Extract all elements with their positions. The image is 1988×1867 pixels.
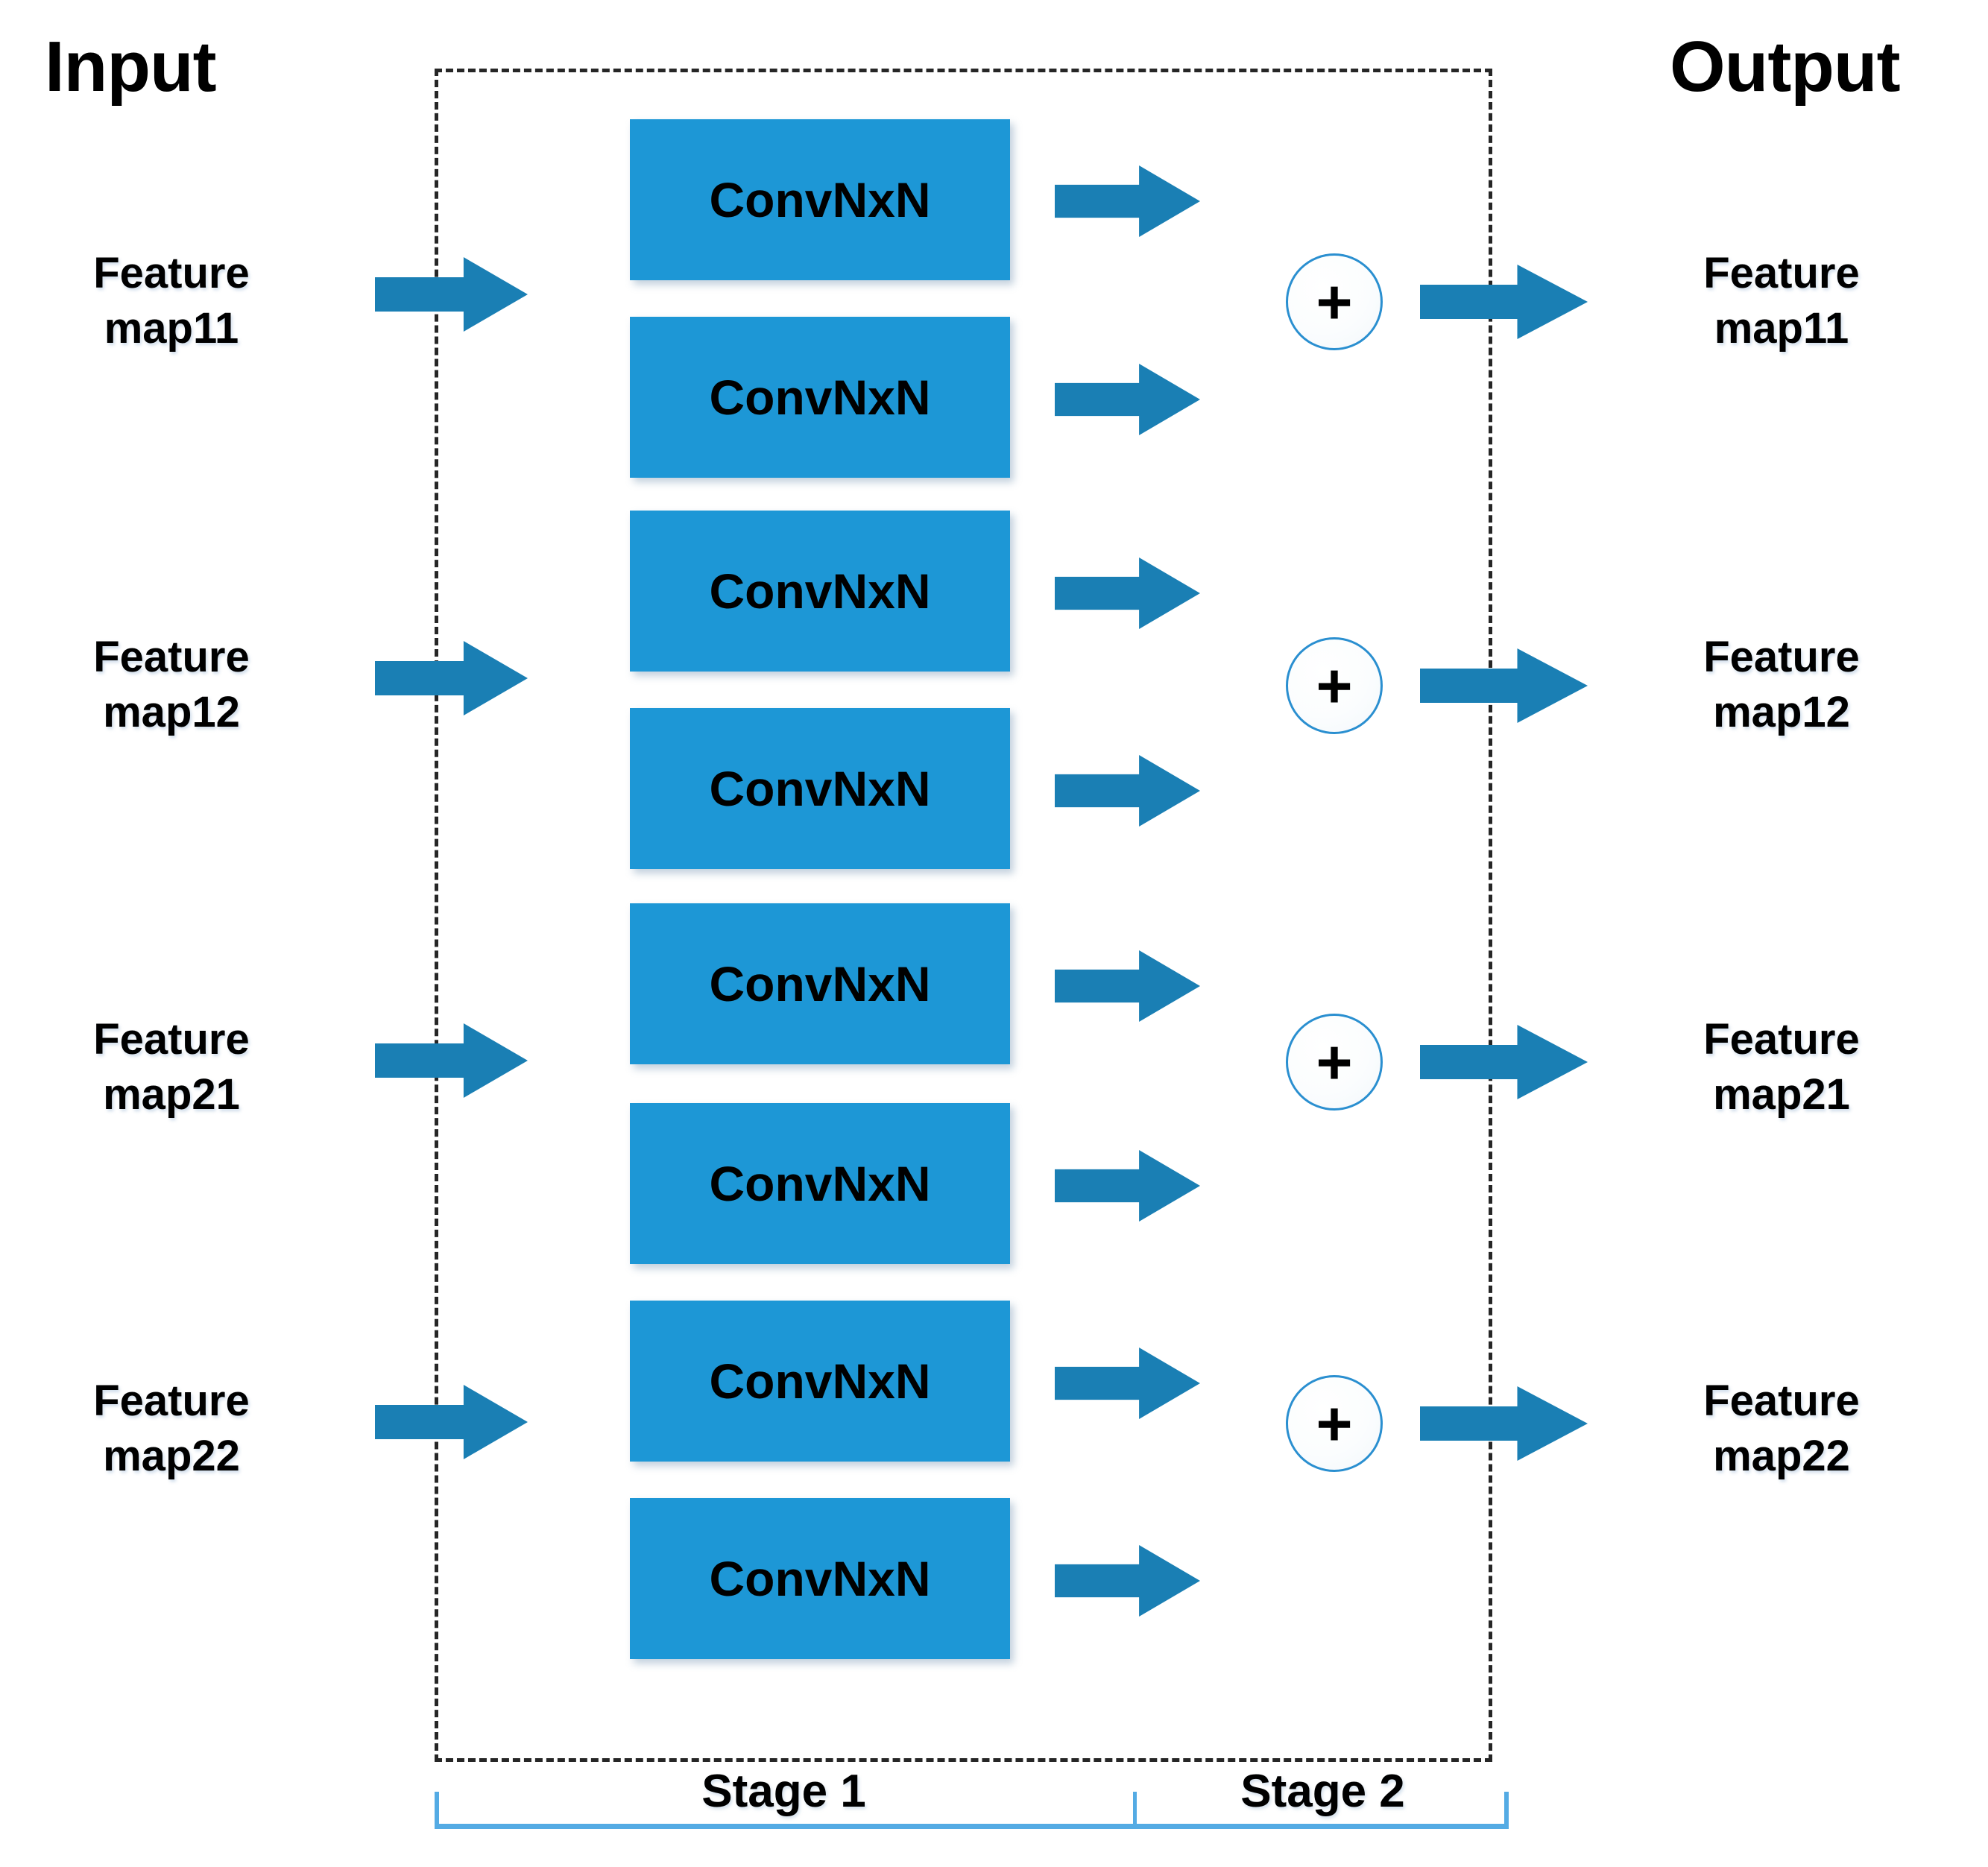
output-feature-map-label-1-line1: Feature [1703, 249, 1860, 297]
input-feature-map-label-2-line2: map12 [103, 688, 240, 737]
conv-block-7[interactable]: ConvNxN [630, 1301, 1010, 1462]
conv-block-5-label: ConvNxN [709, 956, 931, 1011]
conv-block-1[interactable]: ConvNxN [630, 119, 1010, 280]
adder-node-1[interactable]: + [1286, 253, 1383, 350]
adder-node-4[interactable]: + [1286, 1375, 1383, 1472]
output-feature-map-label-3-line1: Feature [1703, 1015, 1860, 1064]
conv-block-3-label: ConvNxN [709, 563, 931, 619]
output-feature-map-label-4: Feature map22 [1625, 1374, 1938, 1484]
conv-block-8[interactable]: ConvNxN [630, 1498, 1010, 1659]
input-feature-map-label-3-line2: map21 [103, 1070, 240, 1119]
conv-block-6-label: ConvNxN [709, 1156, 931, 1211]
stage-bracket-divider [1133, 1792, 1137, 1827]
input-title: Input [45, 27, 217, 107]
conv-block-6[interactable]: ConvNxN [630, 1103, 1010, 1264]
conv-block-3[interactable]: ConvNxN [630, 511, 1010, 672]
output-title: Output [1670, 27, 1901, 107]
input-feature-map-label-4: Feature map22 [15, 1374, 328, 1484]
conv-block-8-label: ConvNxN [709, 1551, 931, 1606]
input-feature-map-label-4-line2: map22 [103, 1432, 240, 1481]
output-feature-map-label-4-line2: map22 [1713, 1432, 1850, 1481]
stage-2-label: Stage 2 [1240, 1766, 1405, 1817]
plus-icon-3: + [1316, 1026, 1353, 1097]
output-feature-map-label-3-line2: map21 [1713, 1070, 1850, 1119]
stage-1-label: Stage 1 [701, 1766, 866, 1817]
conv-block-4[interactable]: ConvNxN [630, 708, 1010, 869]
stage-container-dashed-box [435, 69, 1492, 1762]
input-feature-map-label-3: Feature map21 [15, 1012, 328, 1122]
conv-block-1-label: ConvNxN [709, 172, 931, 227]
input-feature-map-label-1-line2: map11 [104, 304, 239, 353]
plus-icon-1: + [1316, 266, 1353, 337]
plus-icon-4: + [1316, 1388, 1353, 1459]
output-feature-map-label-3: Feature map21 [1625, 1012, 1938, 1122]
conv-block-2[interactable]: ConvNxN [630, 317, 1010, 478]
output-feature-map-label-2-line2: map12 [1713, 688, 1850, 737]
output-feature-map-label-1: Feature map11 [1625, 246, 1938, 356]
conv-block-2-label: ConvNxN [709, 370, 931, 425]
output-feature-map-label-2: Feature map12 [1625, 630, 1938, 740]
adder-node-3[interactable]: + [1286, 1014, 1383, 1111]
output-feature-map-label-2-line1: Feature [1703, 633, 1860, 681]
input-feature-map-label-1-line1: Feature [93, 249, 250, 297]
plus-icon-2: + [1316, 650, 1353, 721]
input-feature-map-label-1: Feature map11 [15, 246, 328, 356]
stage-bracket [435, 1792, 1509, 1829]
input-feature-map-label-4-line1: Feature [93, 1377, 250, 1425]
output-feature-map-label-4-line1: Feature [1703, 1377, 1860, 1425]
conv-block-4-label: ConvNxN [709, 761, 931, 816]
input-feature-map-label-2-line1: Feature [93, 633, 250, 681]
conv-block-7-label: ConvNxN [709, 1353, 931, 1409]
output-feature-map-label-1-line2: map11 [1714, 304, 1849, 353]
adder-node-2[interactable]: + [1286, 637, 1383, 734]
conv-block-5[interactable]: ConvNxN [630, 903, 1010, 1064]
input-feature-map-label-2: Feature map12 [15, 630, 328, 740]
input-feature-map-label-3-line1: Feature [93, 1015, 250, 1064]
